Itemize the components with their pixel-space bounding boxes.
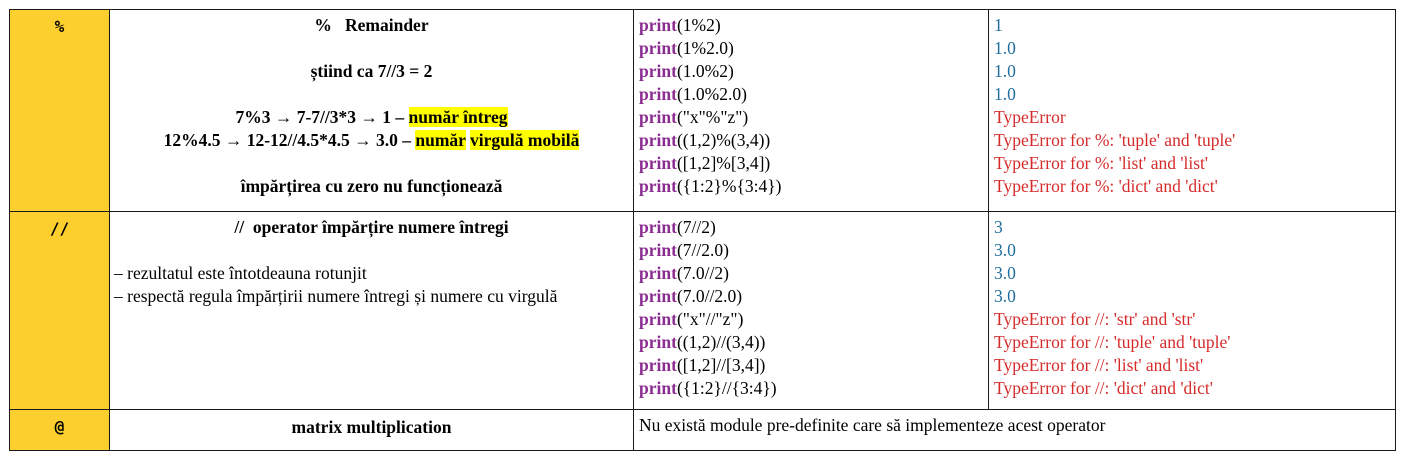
code-line: print("x"//"z") — [639, 308, 988, 331]
table-row-floor-division: // // operator împărțire numere întregi … — [9, 211, 1396, 410]
code-args: (7.0//2) — [676, 263, 729, 283]
code-args: ({1:2}%{3:4}) — [676, 176, 782, 196]
code-line: print(1.0%2) — [639, 60, 988, 83]
code-line: print(1%2) — [639, 14, 988, 37]
output-error: TypeError for %: 'dict' and 'dict' — [994, 176, 1218, 196]
highlighted-text: număr — [415, 130, 466, 150]
code-line: print(7.0//2) — [639, 262, 988, 285]
code-args: ((1,2)%(3,4)) — [676, 130, 771, 150]
code-keyword: print — [639, 61, 677, 81]
code-line: print((1,2)//(3,4)) — [639, 331, 988, 354]
note-text: Nu există module pre-definite care să im… — [639, 415, 1106, 435]
operator-symbol: @ — [9, 409, 110, 451]
code-args: ([1,2]%[3,4]) — [676, 153, 771, 173]
code-keyword: print — [639, 240, 677, 260]
code-args: ("x"//"z") — [676, 309, 744, 329]
output-error: TypeError for %: 'tuple' and 'tuple' — [994, 130, 1236, 150]
output-error: TypeError for //: 'str' and 'str' — [994, 309, 1196, 329]
code-keyword: print — [639, 217, 677, 237]
code-keyword: print — [639, 378, 677, 398]
code-keyword: print — [639, 309, 677, 329]
code-cell: print(1%2)print(1%2.0)print(1.0%2)print(… — [633, 9, 989, 212]
example-line: 7%3 → 7-7//3*3 → 1 – număr întreg — [110, 106, 633, 129]
code-keyword: print — [639, 176, 677, 196]
output-value: 3.0 — [994, 263, 1016, 283]
example-text: 7%3 → 7-7//3*3 → 1 – — [235, 107, 409, 127]
code-line: print(7//2) — [639, 216, 988, 239]
example-text: 12%4.5 → 12-12//4.5*4.5 → 3.0 – — [163, 130, 416, 150]
code-line: print({1:2}//{3:4}) — [639, 377, 988, 400]
code-keyword: print — [639, 130, 677, 150]
description-footer: împărțirea cu zero nu funcționează — [240, 176, 503, 196]
operator-symbol: % — [9, 9, 110, 212]
note-cell: Nu există module pre-definite care să im… — [633, 409, 1396, 451]
code-args: ("x"%"z") — [676, 107, 749, 127]
code-line: print(7.0//2.0) — [639, 285, 988, 308]
output-value: 3 — [994, 217, 1003, 237]
code-args: ({1:2}//{3:4}) — [676, 378, 777, 398]
code-keyword: print — [639, 38, 677, 58]
example-line: 12%4.5 → 12-12//4.5*4.5 → 3.0 – număr vi… — [110, 129, 633, 152]
description-cell: // operator împărțire numere întregi – r… — [109, 211, 634, 410]
code-list: print(1%2)print(1%2.0)print(1.0%2)print(… — [639, 14, 988, 198]
description-bullet: – respectă regula împărțirii numere într… — [114, 286, 558, 306]
code-line: print(1.0%2.0) — [639, 83, 988, 106]
operator-title: matrix multiplication — [291, 417, 452, 437]
code-line: print("x"%"z") — [639, 106, 988, 129]
code-keyword: print — [639, 263, 677, 283]
code-args: ((1,2)//(3,4)) — [676, 332, 766, 352]
description-line: știind ca 7//3 = 2 — [310, 61, 433, 81]
code-keyword: print — [639, 15, 677, 35]
output-error: TypeError for %: 'list' and 'list' — [994, 153, 1209, 173]
table-row-remainder: % % Remainder știind ca 7//3 = 2 7%3 → 7… — [9, 9, 1396, 212]
code-line: print(7//2.0) — [639, 239, 988, 262]
output-error: TypeError — [994, 107, 1066, 127]
output-value: 1.0 — [994, 38, 1016, 58]
description-cell: % Remainder știind ca 7//3 = 2 7%3 → 7-7… — [109, 9, 634, 212]
code-keyword: print — [639, 153, 677, 173]
operator-symbol: // — [9, 211, 110, 410]
operator-title: // operator împărțire numere întregi — [234, 217, 509, 237]
highlighted-text: număr întreg — [408, 107, 508, 127]
code-keyword: print — [639, 107, 677, 127]
code-args: (1%2) — [676, 15, 721, 35]
output-value: 1 — [994, 15, 1003, 35]
code-line: print([1,2]%[3,4]) — [639, 152, 988, 175]
operator-title: % Remainder — [314, 15, 429, 35]
code-list: print(7//2)print(7//2.0)print(7.0//2)pri… — [639, 216, 988, 400]
highlighted-text: virgulă mobilă — [470, 130, 580, 150]
operators-table: % % Remainder știind ca 7//3 = 2 7%3 → 7… — [9, 9, 1396, 451]
code-args: (7//2) — [676, 217, 716, 237]
code-cell: print(7//2)print(7//2.0)print(7.0//2)pri… — [633, 211, 989, 410]
output-value: 1.0 — [994, 84, 1016, 104]
output-value: 1.0 — [994, 61, 1016, 81]
code-keyword: print — [639, 332, 677, 352]
code-args: (7.0//2.0) — [676, 286, 743, 306]
table-row-matrix-multiplication: @ matrix multiplication Nu există module… — [9, 409, 1396, 451]
code-args: (1.0%2) — [676, 61, 734, 81]
output-error: TypeError for //: 'dict' and 'dict' — [994, 378, 1213, 398]
code-args: (7//2.0) — [676, 240, 729, 260]
description-bullet: – rezultatul este întotdeauna rotunjit — [114, 263, 367, 283]
code-line: print((1,2)%(3,4)) — [639, 129, 988, 152]
output-value: 3.0 — [994, 240, 1016, 260]
output-error: TypeError for //: 'tuple' and 'tuple' — [994, 332, 1231, 352]
code-line: print(1%2.0) — [639, 37, 988, 60]
code-keyword: print — [639, 286, 677, 306]
code-line: print([1,2]//[3,4]) — [639, 354, 988, 377]
code-line: print({1:2}%{3:4}) — [639, 175, 988, 198]
code-keyword: print — [639, 84, 677, 104]
code-args: ([1,2]//[3,4]) — [676, 355, 766, 375]
code-args: (1%2.0) — [676, 38, 734, 58]
output-error: TypeError for //: 'list' and 'list' — [994, 355, 1204, 375]
output-value: 3.0 — [994, 286, 1016, 306]
code-args: (1.0%2.0) — [676, 84, 747, 104]
code-keyword: print — [639, 355, 677, 375]
description-cell: matrix multiplication — [109, 409, 634, 451]
